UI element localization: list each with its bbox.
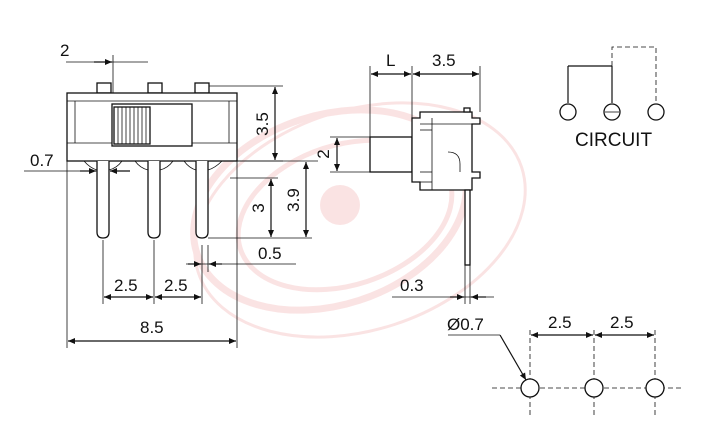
- dim-pin-total: 3.9: [284, 188, 303, 212]
- dim-pin-width: 0.7: [30, 151, 54, 170]
- pin-left: [96, 161, 110, 239]
- dim-pitch-right: 2.5: [164, 276, 188, 295]
- terminal-bump-left: [96, 82, 112, 94]
- front-view: [66, 82, 238, 239]
- dim-body-depth: 3.5: [432, 51, 456, 70]
- footprint-hole-2: [584, 378, 604, 398]
- side-lead: [464, 189, 471, 266]
- circuit-terminal-3: [647, 103, 665, 121]
- pin-right: [195, 161, 209, 239]
- dim-pin-gap: 0.5: [258, 244, 282, 263]
- dim-footprint-pitch-b: 2.5: [610, 313, 634, 332]
- pin-middle: [147, 161, 161, 239]
- side-view: [369, 107, 481, 266]
- terminal-bump-middle: [147, 82, 163, 94]
- dim-pitch-left: 2.5: [114, 276, 138, 295]
- footprint-hole-3: [645, 378, 665, 398]
- dim-overall-width: 8.5: [140, 318, 164, 337]
- dim-actuator-height: 2: [314, 149, 333, 158]
- side-body: [411, 111, 481, 191]
- circuit-label: CIRCUIT: [575, 130, 652, 151]
- slider-knob: [113, 106, 151, 145]
- dim-body-height: 3.5: [253, 112, 272, 136]
- dim-footprint-pitch-a: 2.5: [548, 313, 572, 332]
- terminal-bump-right: [194, 82, 210, 94]
- pcb-footprint: Ø0.7 2.5 2.5: [447, 313, 684, 418]
- dim-pin-thickness: 0.3: [400, 276, 424, 295]
- dim-hole-diameter: Ø0.7: [447, 315, 484, 334]
- front-view-dimensions: 2 0.7 3.5 3 3.9 0.5: [24, 41, 318, 348]
- dim-pin-length: 3: [249, 203, 268, 212]
- side-view-dimensions: L 3.5 2 0.3: [314, 51, 494, 304]
- dim-actuator-length: L: [386, 51, 395, 70]
- circuit-diagram: CIRCUIT: [559, 46, 665, 151]
- footprint-hole-1: [520, 378, 540, 398]
- actuator: [369, 136, 413, 173]
- circuit-terminal-1: [559, 103, 577, 121]
- dim-top-width: 2: [60, 41, 69, 60]
